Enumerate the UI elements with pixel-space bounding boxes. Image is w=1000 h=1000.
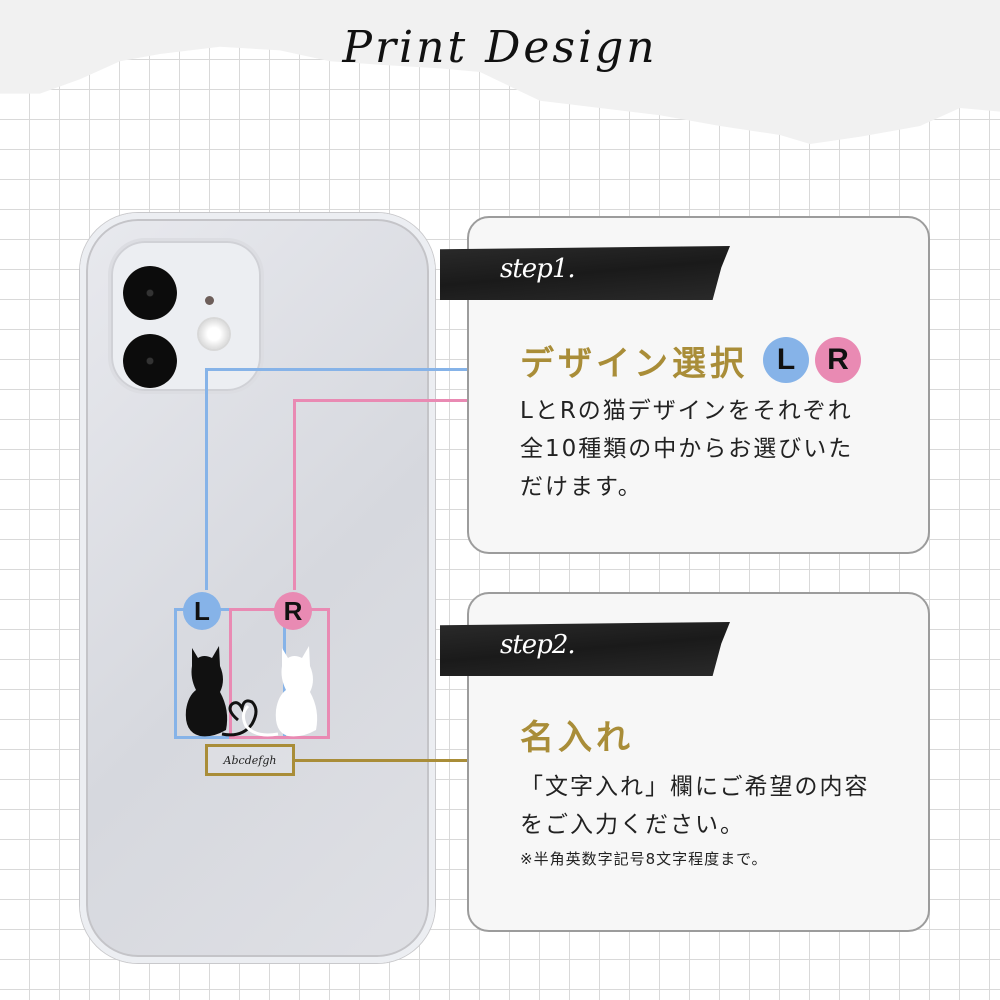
camera-module (111, 241, 261, 391)
name-connector-line (295, 759, 467, 762)
step1-title: デザイン選択 (520, 344, 748, 384)
step2-note: ※半角英数字記号8文字程度まで。 (520, 850, 768, 868)
step2-tape: step2. (440, 622, 730, 676)
left-connector-line (205, 368, 208, 590)
microphone-dot (205, 296, 214, 305)
step1-badge-left: L (763, 337, 809, 383)
camera-lens-icon (123, 334, 177, 388)
cat-silhouettes-icon (185, 646, 318, 737)
left-connector-line (205, 368, 467, 371)
step2-title: 名入れ (520, 718, 634, 758)
flash-icon (199, 319, 229, 349)
step1-label: step1. (500, 254, 576, 284)
right-connector-line (293, 399, 296, 590)
step1-tape: step1. (440, 246, 730, 300)
step2-label: step2. (500, 630, 576, 660)
right-badge: R (274, 592, 312, 630)
camera-lens-icon (123, 266, 177, 320)
page-title: Print Design (342, 22, 658, 73)
step1-badge-right: R (815, 337, 861, 383)
phone-case-image (80, 213, 435, 963)
step1-body: LとRの猫デザインをそれぞれ 全10種類の中からお選びいた だけます。 (520, 398, 854, 500)
left-badge: L (183, 592, 221, 630)
name-print-preview: Abcdefgh (205, 744, 295, 776)
right-connector-line (293, 399, 467, 402)
step2-body: 「文字入れ」欄にご希望の内容 をご入力ください。 (520, 774, 870, 838)
